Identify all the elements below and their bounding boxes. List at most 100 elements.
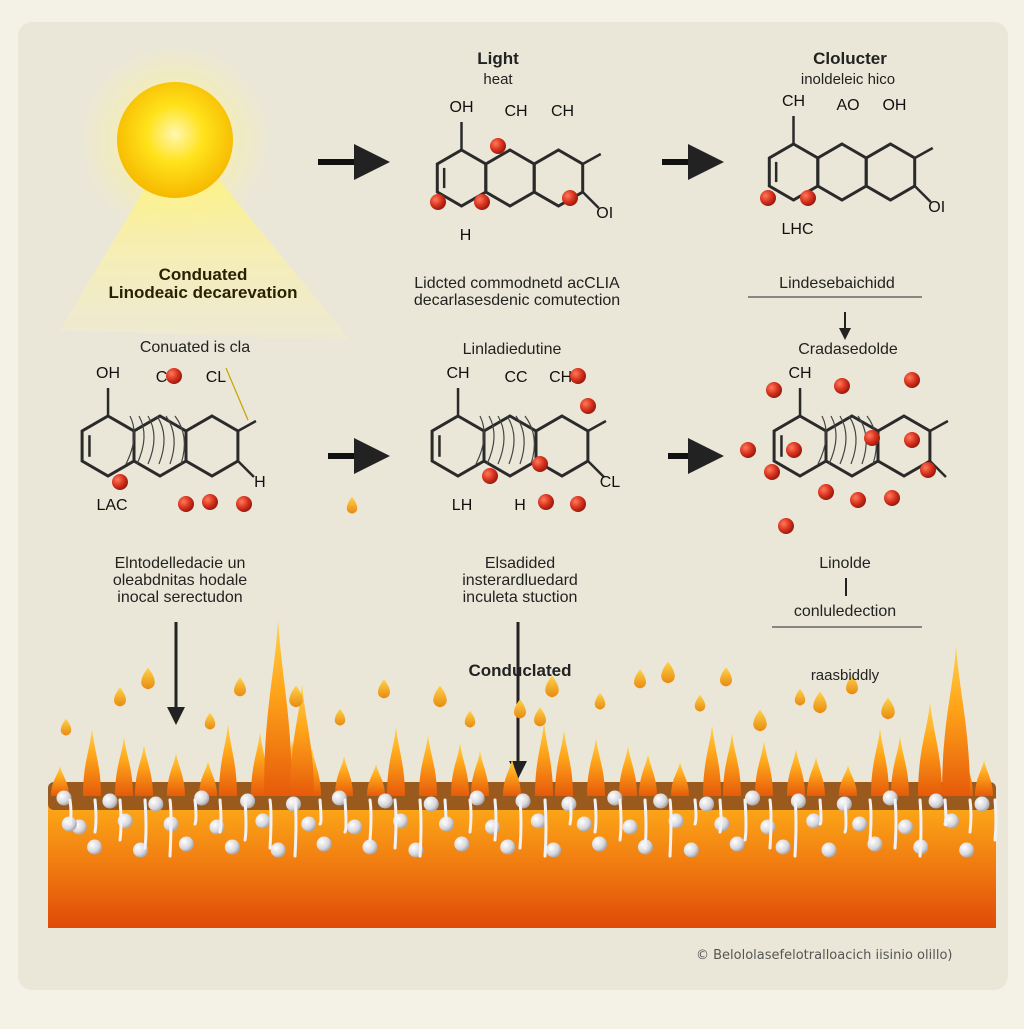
oxygen-atom bbox=[764, 464, 780, 480]
drip bbox=[418, 798, 423, 858]
oxygen-atom bbox=[920, 462, 936, 478]
mol1-heading: Light bbox=[477, 49, 519, 68]
drip bbox=[693, 798, 698, 826]
atom-label: CL bbox=[600, 474, 621, 491]
oxygen-atom bbox=[236, 496, 252, 512]
drip bbox=[893, 798, 898, 850]
mol5-heading: Cradasedolde bbox=[798, 341, 898, 358]
drip bbox=[93, 798, 98, 834]
atom-label: AO bbox=[836, 97, 859, 114]
bond bbox=[914, 146, 934, 160]
drip bbox=[768, 798, 773, 850]
bond bbox=[587, 419, 607, 433]
droplet-icon bbox=[813, 691, 827, 714]
droplet-icon bbox=[114, 687, 126, 707]
mol2-heading: Clolucter bbox=[813, 49, 887, 68]
fat-bead bbox=[683, 842, 699, 858]
fat-bead bbox=[592, 836, 607, 852]
drip bbox=[293, 798, 298, 858]
droplet-icon bbox=[141, 667, 155, 690]
ring bbox=[864, 142, 917, 202]
left-bottom-caption: Elntodelledacie un oleabdnitas hodale in… bbox=[112, 555, 248, 606]
atom-label: LAC bbox=[96, 497, 127, 514]
center-bottom-caption: Elsadided insterardluedard inculeta stuc… bbox=[462, 555, 578, 606]
drip bbox=[243, 798, 248, 842]
drip bbox=[568, 798, 573, 826]
right-caption-1: Linolde bbox=[819, 555, 871, 572]
fat-bead bbox=[974, 796, 990, 812]
droplet-icon bbox=[661, 661, 675, 684]
fat-bead bbox=[561, 796, 577, 812]
flame-icon bbox=[703, 725, 721, 796]
atom-label: OI bbox=[928, 199, 945, 216]
fat-bead bbox=[270, 842, 286, 858]
tangled-bond bbox=[156, 415, 165, 465]
tangled-bond bbox=[524, 415, 535, 465]
drip bbox=[168, 798, 173, 858]
bond bbox=[582, 152, 602, 166]
fat-bead bbox=[500, 839, 516, 855]
fat-bead bbox=[699, 796, 715, 812]
fat-bead bbox=[821, 842, 837, 858]
drip bbox=[393, 798, 398, 850]
atom-label: CH bbox=[551, 103, 574, 120]
drip bbox=[218, 798, 223, 834]
flame-icon bbox=[219, 724, 237, 796]
drip bbox=[818, 798, 823, 826]
drip bbox=[493, 798, 498, 842]
mol1-subheading: heat bbox=[483, 71, 513, 88]
oxygen-atom bbox=[580, 398, 596, 414]
flame-icon bbox=[264, 620, 292, 796]
oxygen-atom bbox=[532, 456, 548, 472]
right-caption-3: raasbiddly bbox=[810, 667, 880, 684]
tangled-bond bbox=[174, 415, 185, 465]
oxygen-atom bbox=[766, 382, 782, 398]
bond bbox=[237, 419, 257, 433]
fat-bead bbox=[576, 816, 592, 832]
bond bbox=[587, 460, 605, 478]
oxygen-atom bbox=[904, 432, 920, 448]
bond bbox=[929, 419, 949, 433]
oxygen-atom bbox=[430, 194, 446, 210]
droplet-icon bbox=[464, 710, 476, 728]
droplet-icon bbox=[204, 712, 216, 730]
ring bbox=[532, 148, 585, 208]
oxygen-atom bbox=[778, 518, 794, 534]
tangled-bond bbox=[848, 415, 857, 465]
oxygen-atom bbox=[570, 368, 586, 384]
flame-icon bbox=[471, 751, 489, 796]
atom-label: CL bbox=[206, 369, 227, 386]
oxygen-atom bbox=[818, 484, 834, 500]
tangled-bond bbox=[828, 415, 837, 465]
flame-icon bbox=[51, 766, 69, 796]
drip bbox=[268, 798, 273, 850]
flame-icon bbox=[942, 646, 970, 796]
bond bbox=[913, 185, 932, 203]
drip bbox=[843, 798, 848, 834]
flame-icon bbox=[503, 759, 521, 796]
tangled-bond bbox=[817, 415, 827, 465]
fat-bead bbox=[729, 836, 745, 852]
oxygen-atom bbox=[864, 430, 880, 446]
oxygen-atom bbox=[178, 496, 194, 512]
atom-label: H bbox=[254, 474, 266, 491]
flame-icon bbox=[723, 733, 741, 796]
fat-bead bbox=[745, 790, 760, 806]
fat-bead bbox=[943, 813, 959, 829]
sun-title: Conduated Linodeaic decarevation bbox=[108, 265, 298, 302]
oxygen-atom bbox=[482, 468, 498, 484]
fat-bead bbox=[959, 842, 975, 858]
fat-bead bbox=[790, 793, 806, 809]
bond bbox=[581, 191, 600, 209]
flame-icon bbox=[891, 736, 909, 796]
flame-icon bbox=[587, 738, 605, 796]
fat-bead bbox=[546, 842, 562, 858]
flame-icon bbox=[335, 756, 353, 796]
drip bbox=[68, 798, 73, 826]
drip bbox=[368, 798, 373, 842]
drip bbox=[343, 798, 348, 834]
